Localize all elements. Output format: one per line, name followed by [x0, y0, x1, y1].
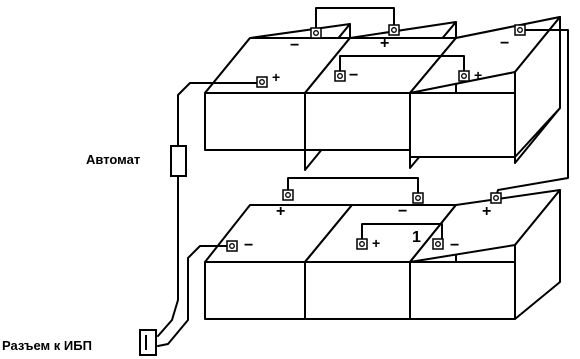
breaker-label: Автомат [86, 152, 141, 167]
jumper-bottom-front [361, 223, 443, 243]
polarity-signs: + − + − + − + − + − + − 1 [244, 35, 509, 254]
battery-top-front-right [409, 16, 561, 158]
cable-breaker-to-ups [157, 175, 179, 337]
ups-connector-label: Разъем к ИБП [2, 338, 92, 353]
sign-minus: − [244, 237, 253, 254]
sign-plus: + [272, 69, 280, 85]
battery-bottom-right [409, 189, 561, 320]
sign-plus: + [276, 203, 285, 220]
sign-minus: − [349, 67, 358, 84]
jumper-top-back [315, 7, 395, 34]
sign-plus: + [372, 235, 380, 251]
cable-main-positive [177, 82, 261, 147]
breaker-icon [170, 145, 187, 177]
jumper-bottom-back [287, 177, 419, 197]
sign-minus: − [398, 203, 407, 220]
sign-minus: − [500, 35, 509, 52]
sign-plus: + [482, 203, 491, 220]
battery-top-front-left [204, 37, 351, 151]
ups-connector-icon [139, 329, 157, 356]
jumper-top-middle [339, 55, 465, 77]
sign-minus: − [450, 237, 459, 254]
cable-main-negative [157, 245, 233, 347]
sign-plus: + [474, 67, 482, 83]
marker-number: 1 [412, 229, 421, 246]
sign-minus: − [290, 37, 299, 54]
sign-plus: + [380, 35, 389, 52]
